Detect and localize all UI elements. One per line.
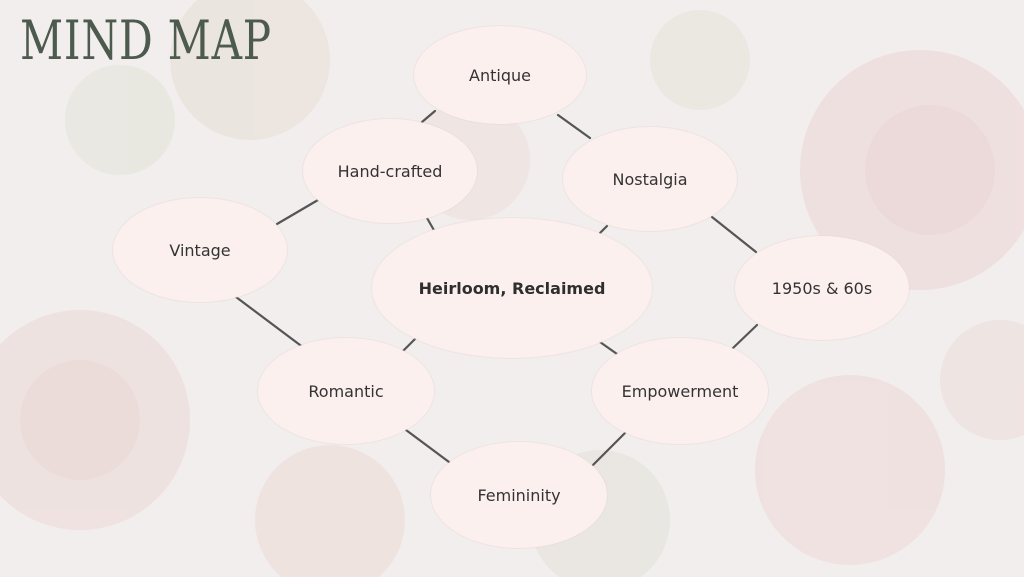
node-label: Antique xyxy=(469,65,531,85)
connector-nostalgia-center xyxy=(598,224,609,235)
node-nostalgia: Nostalgia xyxy=(563,127,737,231)
connector-center-romantic xyxy=(400,336,418,354)
node-romantic: Romantic xyxy=(258,338,434,444)
node-label: Nostalgia xyxy=(612,169,688,189)
connector-handcrafted-vintage xyxy=(275,198,320,226)
node-hand-crafted: Hand-crafted xyxy=(303,119,477,223)
connector-decade-empowerment xyxy=(731,323,759,350)
connector-antique-nostalgia xyxy=(556,113,592,140)
node-vintage: Vintage xyxy=(113,198,287,302)
node-1950s-60s: 1950s & 60s xyxy=(735,236,909,340)
connector-empowerment-femininity xyxy=(591,431,627,467)
node-antique: Antique xyxy=(414,26,586,124)
node-label: Empowerment xyxy=(621,381,739,401)
node-femininity: Femininity xyxy=(431,442,607,548)
connector-nostalgia-decade xyxy=(710,215,758,254)
node-label: Romantic xyxy=(308,381,384,401)
node-empowerment: Empowerment xyxy=(592,338,768,444)
node-label: Femininity xyxy=(477,485,561,505)
connector-romantic-femininity xyxy=(404,428,451,464)
page-title: MIND MAP xyxy=(20,9,272,72)
connector-vintage-romantic xyxy=(234,295,306,350)
connector-antique-handcrafted xyxy=(420,109,437,124)
node-label: Hand-crafted xyxy=(337,161,443,181)
node-label: 1950s & 60s xyxy=(771,278,873,298)
node-label: Vintage xyxy=(169,240,231,260)
connector-center-empowerment xyxy=(598,340,619,356)
node-label: Heirloom, Reclaimed xyxy=(418,278,606,298)
node-center: Heirloom, Reclaimed xyxy=(372,218,652,358)
